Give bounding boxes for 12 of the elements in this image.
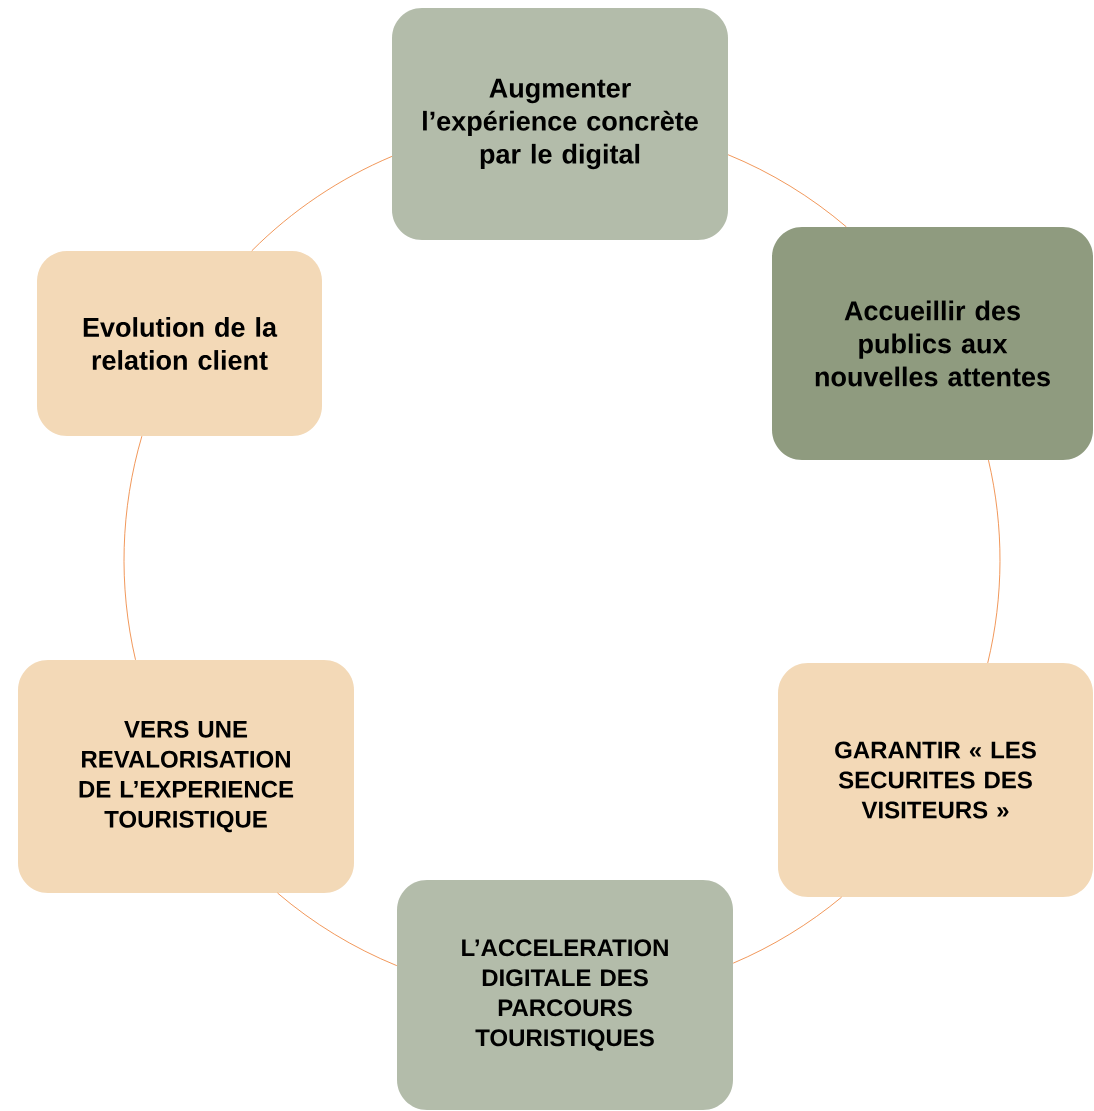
process-box: Augmenter l’expérience concrète par le digital [392, 8, 728, 240]
process-box: GARANTIR « LES SECURITES DES VISITEURS » [778, 663, 1093, 897]
connector-arc [251, 156, 393, 252]
connector-arc [727, 154, 847, 228]
connector-arc [732, 896, 842, 964]
connector-arc [123, 435, 143, 661]
process-box: Accueillir des publics aux nouvelles attentes [772, 227, 1093, 460]
process-box: L’ACCELERATION DIGITALE DES PARCOURS TOURISTIQUES [397, 880, 733, 1110]
connector-arc [277, 892, 398, 967]
connector-arc [987, 459, 1001, 664]
process-box: Evolution de la relation client [37, 251, 322, 436]
process-box: VERS UNE REVALORISATION DE L’EXPERIENCE TOURISTIQUE [18, 660, 354, 893]
